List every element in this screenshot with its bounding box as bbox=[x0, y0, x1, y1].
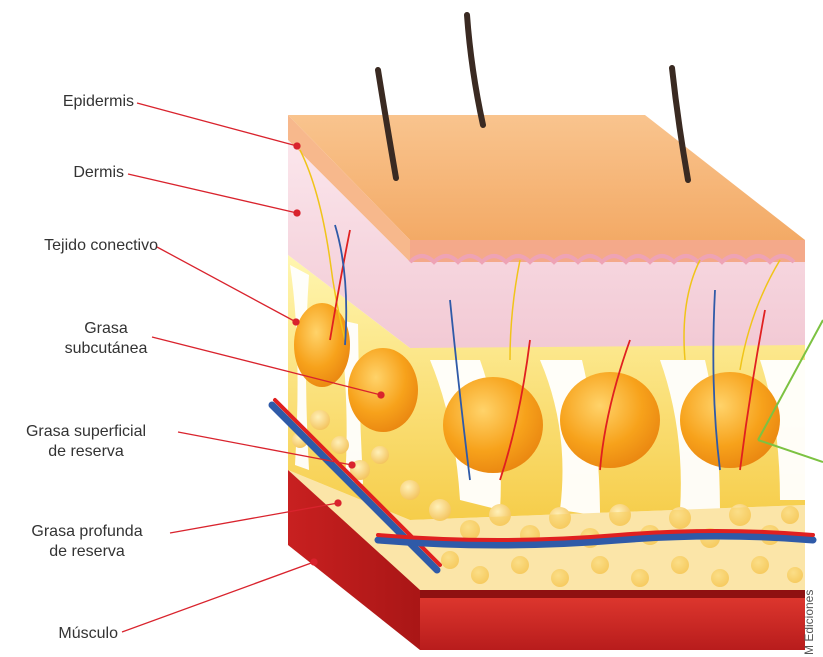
muscle-front-face bbox=[420, 590, 805, 650]
label-musculo: Músculo bbox=[0, 624, 118, 644]
label-grasa-subcutanea: Grasa subcutánea bbox=[54, 319, 158, 359]
muscle-top-strip bbox=[420, 590, 805, 598]
label-grasa-profunda-line1: Grasa profunda bbox=[12, 522, 162, 542]
publisher-credit: M Ediciones bbox=[802, 590, 816, 655]
label-epidermis: Epidermis bbox=[0, 92, 134, 112]
label-dermis: Dermis bbox=[0, 163, 124, 183]
label-tejido-conectivo: Tejido conectivo bbox=[0, 236, 158, 256]
label-grasa-profunda-line2: de reserva bbox=[12, 542, 162, 562]
label-grasa-superficial-line2: de reserva bbox=[2, 442, 170, 462]
label-grasa-profunda: Grasa profunda de reserva bbox=[12, 522, 162, 562]
label-grasa-subcutanea-line2: subcutánea bbox=[54, 339, 158, 359]
label-grasa-superficial: Grasa superficial de reserva bbox=[2, 422, 170, 462]
label-grasa-superficial-line1: Grasa superficial bbox=[2, 422, 170, 442]
label-grasa-subcutanea-line1: Grasa bbox=[54, 319, 158, 339]
